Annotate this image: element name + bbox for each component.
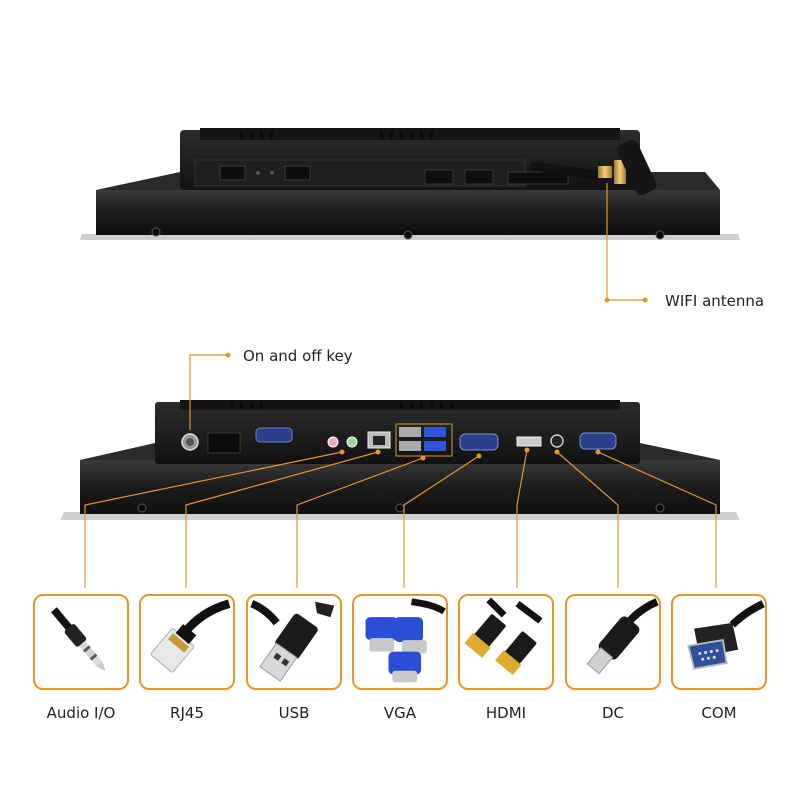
rj45-plug-icon xyxy=(150,599,231,673)
port-label-hdmi: HDMI xyxy=(485,704,527,722)
port-card-usb xyxy=(246,594,342,690)
wifi-antenna-label: WIFI antenna xyxy=(665,292,765,310)
port-card-com xyxy=(671,594,767,690)
db9-com-connector-icon xyxy=(687,600,765,670)
port-card-hdmi xyxy=(458,594,554,690)
bottom-device-port-view xyxy=(60,400,740,520)
port-label-rj45: RJ45 xyxy=(170,704,204,722)
vga-connector-icon xyxy=(365,598,446,683)
wifi-antenna-icon xyxy=(530,139,657,196)
port-label-com: COM xyxy=(701,704,737,722)
top-device-side-view xyxy=(80,128,740,240)
port-label-dc: DC xyxy=(601,704,625,722)
dc-plug-icon xyxy=(586,598,659,675)
port-card-vga xyxy=(352,594,448,690)
audio-jack-icon xyxy=(50,607,106,672)
port-leader-lines xyxy=(84,449,717,588)
power-key-callout-line xyxy=(189,354,228,430)
port-label-usb: USB xyxy=(278,704,310,722)
hdmi-cable-icon xyxy=(464,597,543,676)
port-label-vga: VGA xyxy=(383,704,417,722)
port-card-rj45 xyxy=(139,594,235,690)
port-label-audio: Audio I/O xyxy=(46,704,116,722)
port-card-dc xyxy=(565,594,661,690)
power-key-label: On and off key xyxy=(243,347,353,365)
usb-plug-icon xyxy=(250,600,335,682)
port-card-audio xyxy=(33,594,129,690)
